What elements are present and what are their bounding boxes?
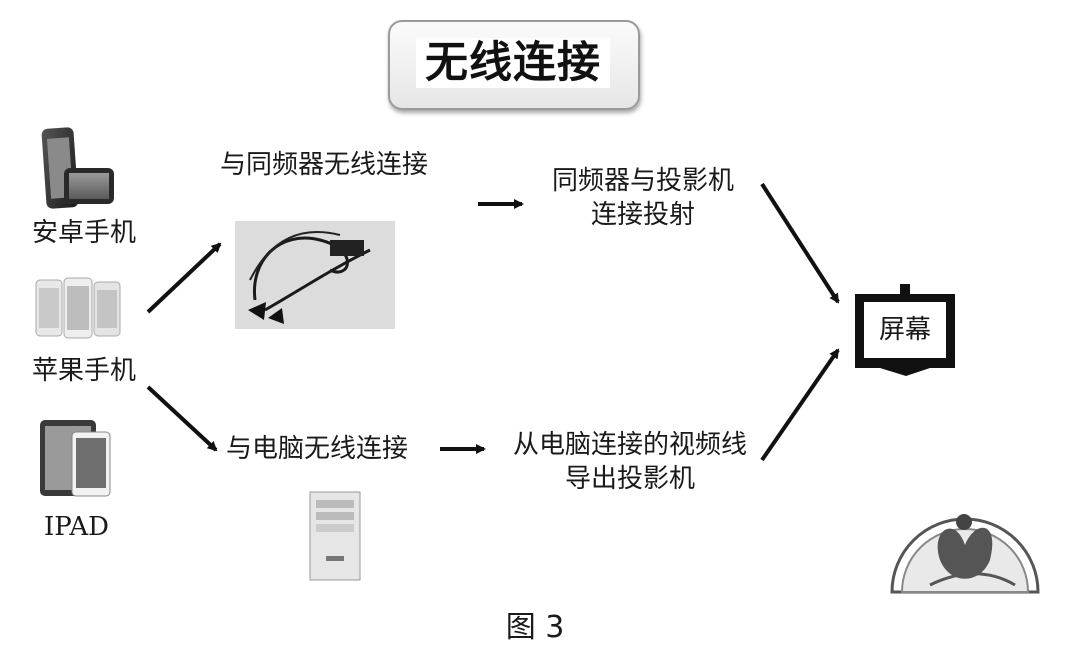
arrow-apple-to-computer [146, 385, 218, 452]
iphone-icon [35, 277, 121, 339]
arrows [146, 182, 840, 462]
title-box: 无线连接 [388, 20, 640, 110]
wireless-adapter-icon [235, 221, 395, 329]
screen-label: 屏幕 [878, 315, 931, 345]
figure-caption: 图 3 [505, 610, 565, 645]
arrow-apple-to-adapter [146, 242, 222, 314]
arrow-projector-to-screen [760, 182, 840, 304]
android-phone-icon [41, 127, 114, 209]
desktop-computer-icon [309, 491, 361, 581]
android-phone-label: 安卓手机 [32, 218, 137, 248]
arrow-video-to-screen [760, 348, 840, 462]
lower-step2-line1: 从电脑连接的视频线 [512, 430, 747, 460]
upper-step2-label: 同频器与投影机 连接投射 [528, 164, 758, 232]
lower-step2-label: 从电脑连接的视频线 导出投影机 [494, 428, 766, 496]
school-logo-icon [890, 514, 1040, 594]
lower-step2-line2: 导出投影机 [564, 464, 695, 494]
apple-phone-label: 苹果手机 [32, 356, 137, 386]
diagram-title: 无线连接 [416, 38, 610, 88]
upper-step1-label: 与同频器无线连接 [220, 150, 429, 180]
ipad-icon [40, 420, 111, 497]
upper-step2-line1: 同频器与投影机 [551, 166, 734, 196]
upper-step2-line2: 连接投射 [590, 200, 695, 230]
ipad-label: IPAD [44, 512, 109, 542]
projector-screen-icon [855, 284, 955, 376]
lower-step1-label: 与电脑无线连接 [226, 434, 409, 464]
